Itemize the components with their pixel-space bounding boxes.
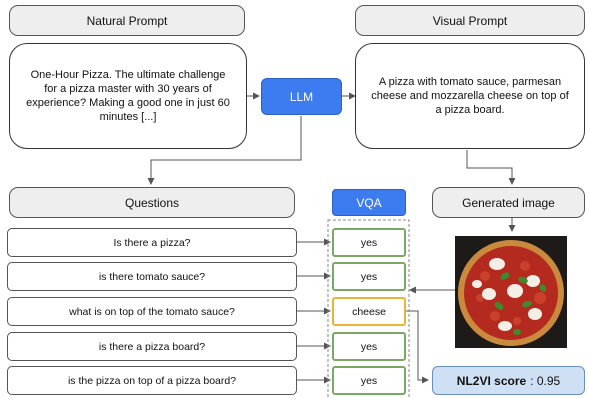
llm-node: LLM xyxy=(261,78,342,115)
natural-prompt-header: Natural Prompt xyxy=(9,5,245,36)
answer-2: yes xyxy=(332,262,406,291)
visual-prompt-card: A pizza with tomato sauce, parmesan chee… xyxy=(355,43,585,149)
generated-image-header: Generated image xyxy=(432,187,585,218)
answer-3: cheese xyxy=(332,297,406,326)
generated-pizza-image xyxy=(455,236,567,348)
question-1: Is there a pizza? xyxy=(7,228,297,257)
questions-header: Questions xyxy=(9,187,295,218)
answer-4: yes xyxy=(332,332,406,361)
vqa-group-outline xyxy=(327,219,410,398)
vqa-node: VQA xyxy=(332,189,406,216)
question-2: is there tomato sauce? xyxy=(7,262,297,291)
answer-5: yes xyxy=(332,366,406,395)
score-label: NL2VI score xyxy=(456,373,527,388)
question-4: is there a pizza board? xyxy=(7,332,297,361)
answer-1: yes xyxy=(332,228,406,257)
nl2vi-score-box: NL2VI score : 0.95 xyxy=(432,366,585,395)
visual-prompt-header: Visual Prompt xyxy=(355,5,585,36)
natural-prompt-card: One-Hour Pizza. The ultimate challenge f… xyxy=(9,43,247,149)
question-5: is the pizza on top of a pizza board? xyxy=(7,366,297,395)
score-value: : 0.95 xyxy=(530,373,561,388)
question-3: what is on top of the tomato sauce? xyxy=(7,297,297,326)
